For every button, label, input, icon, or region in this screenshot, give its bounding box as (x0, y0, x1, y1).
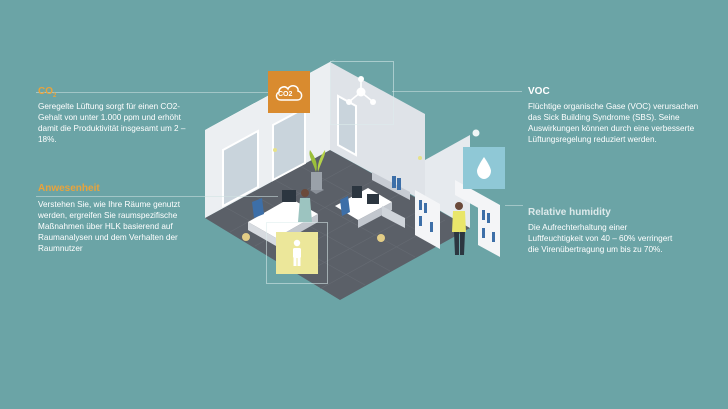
voc-heading: VOC (528, 86, 550, 97)
window-left-1 (222, 129, 259, 208)
co2-tile: CO2 (268, 71, 310, 113)
connector-voc (392, 91, 522, 92)
co2-cloud-icon (275, 85, 303, 101)
connector-humidity (505, 205, 523, 206)
co2-heading-sub: 2 (53, 93, 57, 99)
voc-body: Flüchtige organische Gase (VOC) verursac… (528, 102, 699, 144)
humidity-heading: Relative humidity (528, 207, 611, 218)
presence-icon-frame (266, 222, 328, 284)
humidity-tile (463, 147, 505, 189)
humidity-body: Die Aufrechterhaltung einer Luftfeuchtig… (528, 223, 673, 254)
presence-body: Verstehen Sie, wie Ihre Räume genutzt we… (38, 200, 180, 253)
water-drop-icon (477, 157, 491, 179)
presence-heading: Anwesenheit (38, 183, 100, 194)
voc-icon-frame (330, 61, 394, 125)
co2-body: Geregelte Lüftung sorgt für einen CO2-Ge… (38, 102, 186, 144)
co2-heading: CO2 (38, 86, 56, 102)
molecule-icon (346, 76, 376, 105)
connector-co2 (36, 92, 268, 93)
window-right (337, 94, 357, 157)
presence-tile (276, 232, 318, 274)
voc-tile (340, 71, 382, 113)
connector-presence (36, 196, 278, 197)
person-icon (293, 239, 301, 266)
co2-tile-label: CO2 (278, 91, 293, 98)
co2-heading-main: CO (38, 86, 53, 97)
office-floor (205, 150, 470, 300)
